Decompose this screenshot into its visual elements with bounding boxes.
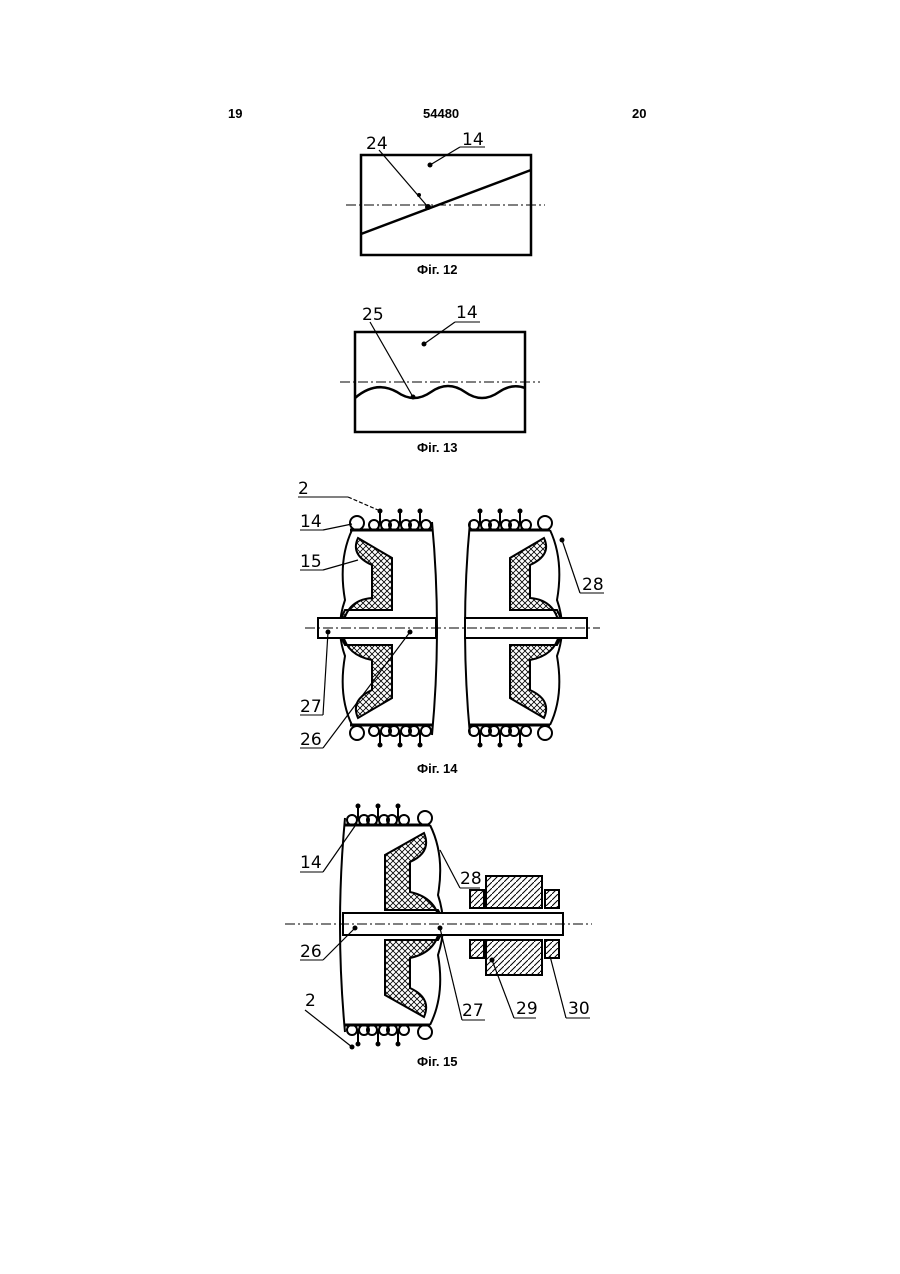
- fig15-label-2: 2: [305, 991, 316, 1011]
- fig15-label-29: 29: [516, 999, 538, 1019]
- fig15-label-14: 14: [300, 853, 322, 873]
- figure-15: 14 28 26 2 27 29 30: [0, 0, 900, 1070]
- fig15-caption: Фіг. 15: [417, 1054, 458, 1069]
- fig15-label-26: 26: [300, 942, 322, 962]
- fig15-label-30: 30: [568, 999, 590, 1019]
- fig15-label-27: 27: [462, 1001, 484, 1021]
- fig15-label-28: 28: [460, 869, 482, 889]
